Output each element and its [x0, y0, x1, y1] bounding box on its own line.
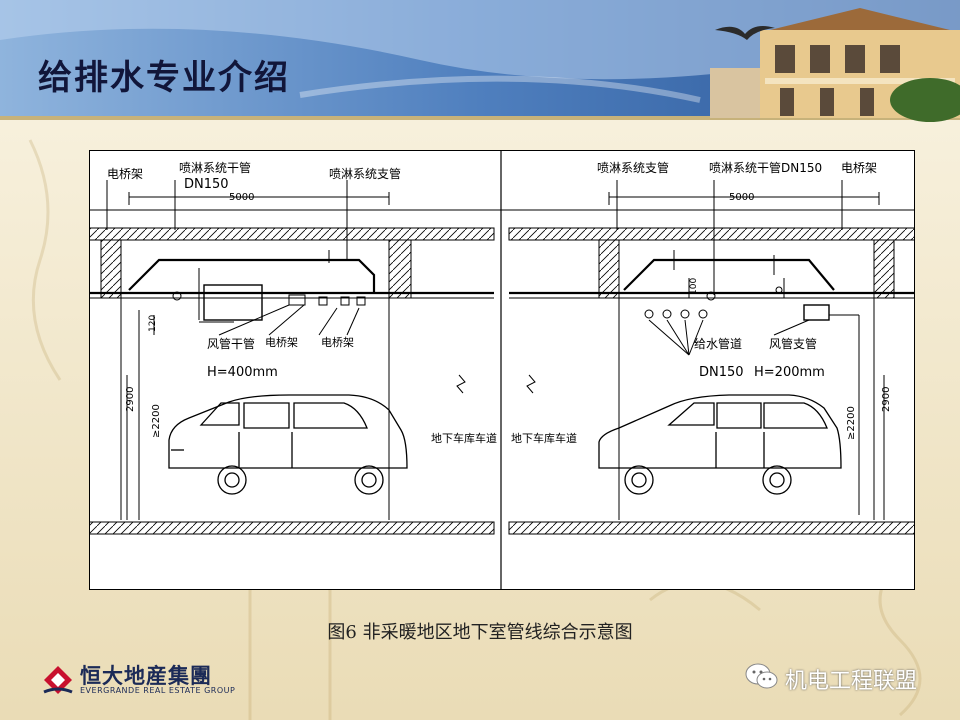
eagle-icon: [715, 26, 775, 40]
company-logo: 恒大地産集團 EVERGRANDE REAL ESTATE GROUP: [40, 660, 260, 700]
dim-span-right: 5000: [729, 192, 754, 203]
dim-100-right: 100: [689, 278, 699, 295]
label-sprinkler-main-right: 喷淋系统干管DN150: [709, 160, 822, 175]
drawing-frame: [89, 150, 915, 590]
right-section: [508, 180, 916, 535]
label-lane-left: 地下车库车道: [431, 431, 497, 445]
dim-2900-left: 2900: [125, 387, 136, 412]
dim-120-left: 120: [148, 315, 158, 332]
dim-2900-right: 2900: [881, 387, 892, 412]
wechat-icon: [745, 663, 778, 689]
figure-caption: 图6 非采暖地区地下室管线综合示意图: [327, 622, 633, 643]
watermark-text: 机电工程联盟: [785, 669, 918, 694]
label-sprinkler-main-left: 喷淋系统干管: [179, 160, 251, 175]
dim-2200-right: ≥2200: [846, 406, 857, 440]
label-sprinkler-main-size-left: DN150: [184, 177, 229, 192]
logo-english-name: EVERGRANDE REAL ESTATE GROUP: [80, 686, 236, 695]
label-cable-tray-1-left: 电桥架: [265, 336, 298, 349]
dim-span-left: 5000: [229, 192, 254, 203]
car-right: [598, 394, 842, 495]
label-duct-main-left: 风管干管: [207, 336, 255, 351]
label-sprinkler-branch-left: 喷淋系统支管: [329, 166, 401, 181]
label-duct-height-left: H=400mm: [207, 365, 278, 380]
label-cable-tray-top-right: 电桥架: [841, 161, 877, 175]
logo-chinese-name: 恒大地産集團: [80, 664, 212, 688]
label-lane-right: 地下车库车道: [511, 431, 577, 445]
label-water-pipe-right: 给水管道: [694, 336, 742, 351]
evergrande-logo-icon: [43, 666, 73, 694]
label-cable-tray-2-left: 电桥架: [321, 336, 354, 349]
label-water-pipe-size-right: DN150: [699, 365, 744, 380]
label-cable-tray-top-left: 电桥架: [107, 167, 143, 181]
label-duct-height-right: H=200mm: [754, 365, 825, 380]
car-left: [168, 394, 408, 495]
basement-pipeline-diagram: 电桥架 喷淋系统干管 DN150 喷淋系统支管 5000 120 2900 ≥2…: [88, 150, 916, 590]
dim-2200-left: ≥2200: [151, 404, 162, 438]
wechat-watermark: 机电工程联盟: [745, 660, 945, 694]
slide-title: 给排水专业介绍: [38, 58, 290, 98]
label-duct-branch-right: 风管支管: [769, 336, 817, 351]
label-sprinkler-branch-right: 喷淋系统支管: [597, 160, 669, 175]
house-illustration: [710, 8, 960, 122]
left-section: [88, 180, 495, 535]
